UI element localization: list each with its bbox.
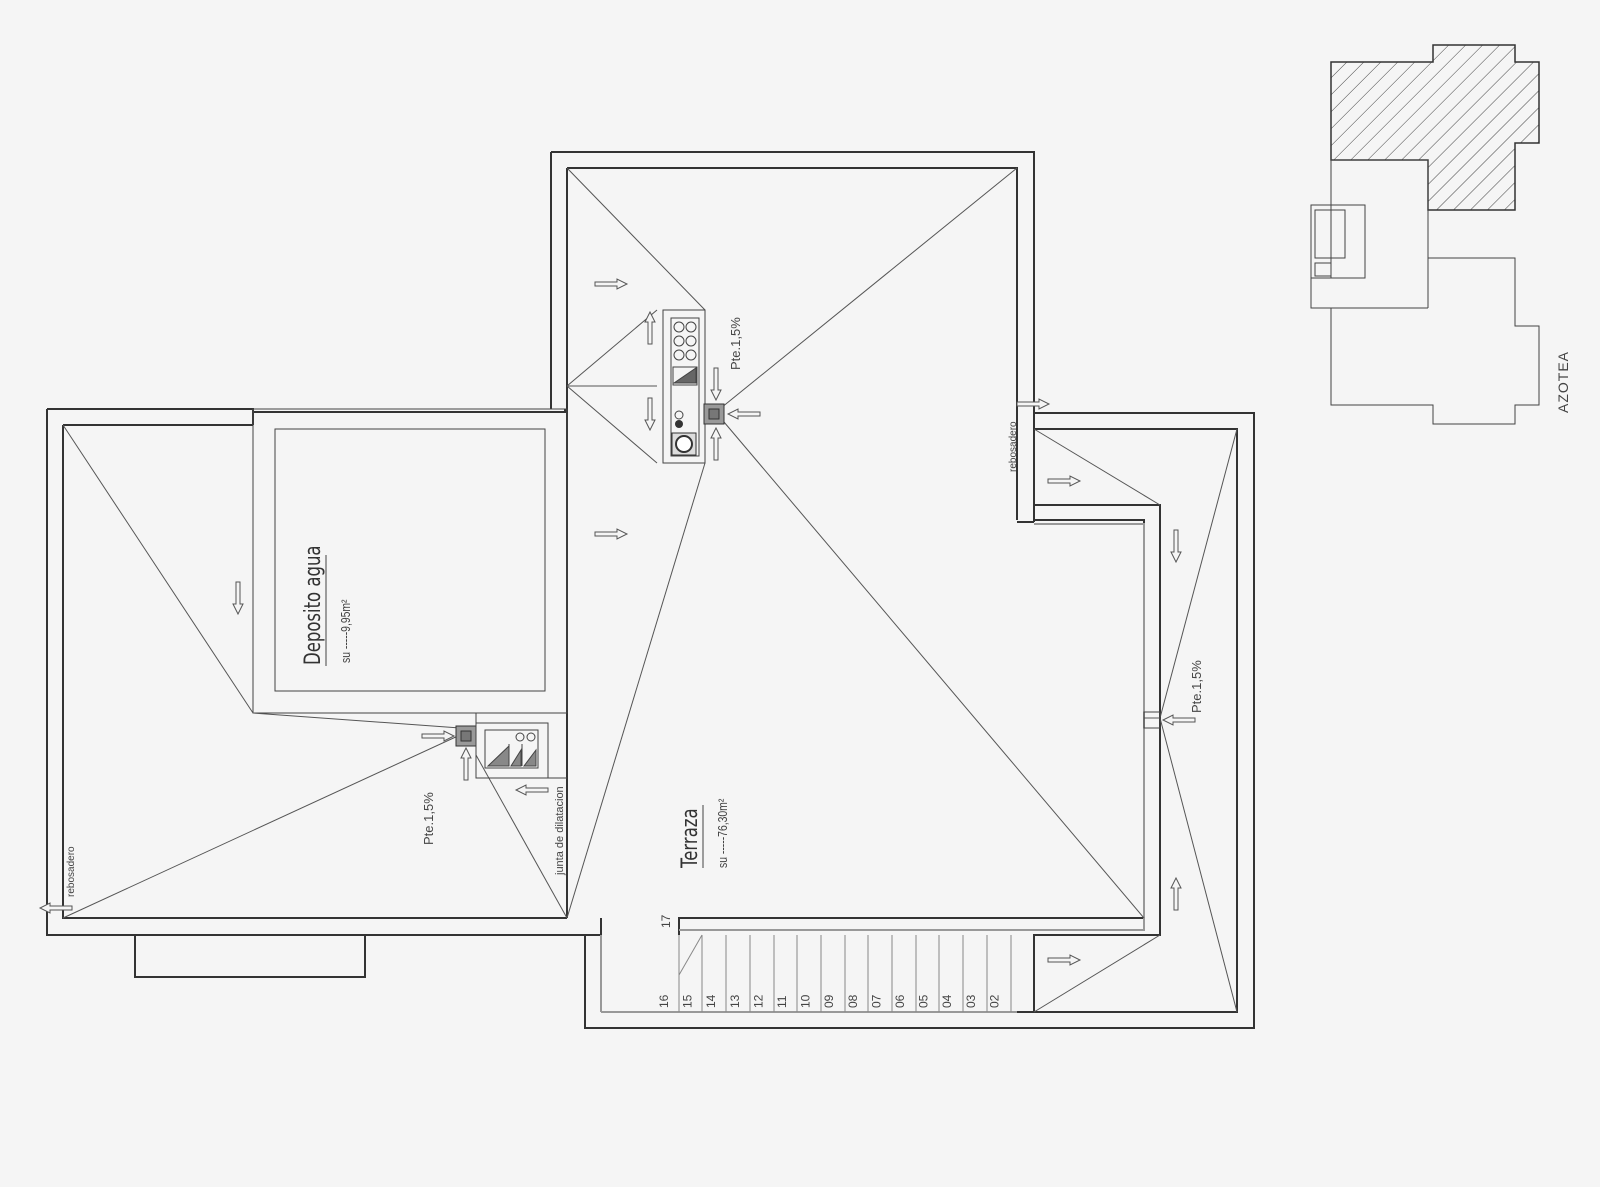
stair-step-number: 04 — [940, 994, 954, 1008]
arrow-left — [515, 784, 549, 796]
arrow-right — [1047, 475, 1081, 487]
arrow-up — [460, 747, 472, 781]
stair-step-number: 10 — [799, 994, 813, 1008]
slope-label-top: Pte.1,5% — [728, 317, 743, 370]
arrow-down — [644, 397, 656, 431]
stair-step-number: 14 — [704, 994, 718, 1008]
arrow-right — [1047, 954, 1081, 966]
deposito-name: Deposito agua — [300, 545, 326, 665]
stair-step-labels: 16 15 14 13 12 11 10 09 08 07 06 05 04 03 02 — [657, 994, 1001, 1008]
arrow-up — [710, 427, 722, 461]
stair-step-number: 13 — [728, 994, 742, 1008]
arrow-right — [594, 528, 628, 540]
flow-arrows — [39, 278, 1196, 966]
arrow-left — [1162, 714, 1196, 726]
stairs: 17 16 15 14 13 12 11 10 09 08 07 06 05 04 03 02 — [657, 914, 1012, 1012]
stair-step-number: 03 — [964, 994, 978, 1008]
stair-step-number: 02 — [987, 994, 1001, 1008]
stair-step-number: 05 — [917, 994, 931, 1008]
arrow-up — [1170, 877, 1182, 911]
arrow-up — [644, 311, 656, 345]
deposito-area: su -----9,95m² — [339, 599, 353, 663]
stair-step-number: 08 — [846, 994, 860, 1008]
overflow-label-top: rebosadero — [1008, 421, 1019, 472]
equipment-left — [455, 713, 567, 779]
stair-step-number: 16 — [657, 994, 671, 1008]
stair-step-top: 17 — [659, 914, 673, 928]
outer-walls — [46, 151, 1255, 1029]
arrow-down — [232, 581, 244, 615]
arrow-down — [1170, 529, 1182, 563]
key-plan: AZOTEA — [1310, 44, 1571, 425]
stair-step-number: 11 — [775, 995, 789, 1008]
stair-step-number: 09 — [822, 994, 836, 1008]
slope-lines — [62, 167, 1238, 1013]
stair-step-number: 06 — [893, 994, 907, 1008]
stair-step-number: 12 — [751, 994, 765, 1008]
slope-label-left: Pte.1,5% — [421, 792, 436, 845]
arrow-left — [727, 408, 761, 420]
key-plan-label: AZOTEA — [1555, 351, 1571, 413]
terraza-area: su -----76,30m² — [716, 799, 730, 868]
slope-label-right: Pte.1,5% — [1189, 660, 1204, 713]
expansion-joint-label: junta de dilatacion — [554, 786, 566, 876]
deposito-room — [252, 408, 568, 714]
arrow-right — [594, 278, 628, 290]
arrow-down — [710, 367, 722, 401]
stair-step-number: 15 — [681, 994, 695, 1008]
terraza-name: Terraza — [677, 808, 703, 868]
arrow-left — [39, 902, 73, 914]
stair-step-number: 07 — [869, 994, 883, 1008]
overflow-label-left: rebosadero — [66, 846, 77, 897]
equipment-top — [662, 309, 725, 464]
